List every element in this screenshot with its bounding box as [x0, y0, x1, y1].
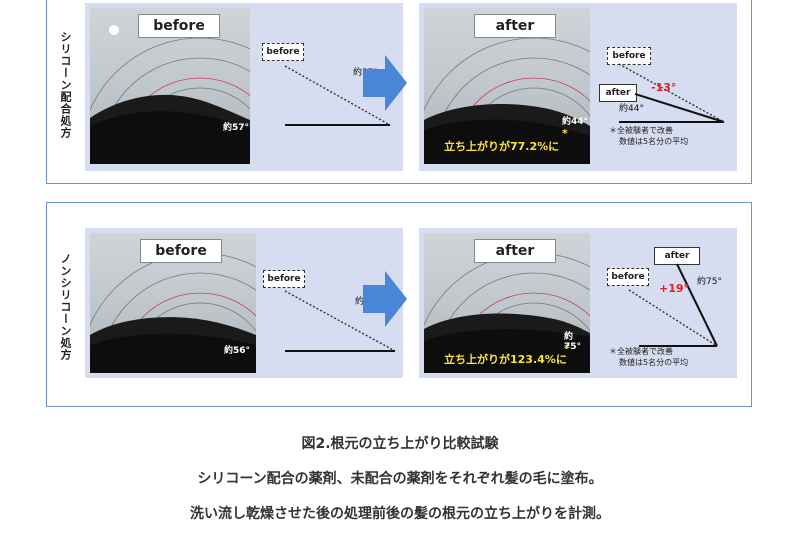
angle-delta-label: +19°	[659, 282, 690, 295]
photo-angle-label: 約44°	[562, 117, 589, 127]
angle-diagram	[284, 290, 396, 352]
figure-title: 図2.根元の立ち上がり比較試験	[301, 436, 499, 452]
angle-delta-label: -13°	[651, 81, 677, 94]
diagram-angle-label: 約75°	[697, 277, 722, 287]
protractor-hair-image	[90, 25, 250, 164]
after-photo: after 約44° * 立ち上がりが77.2%に	[424, 8, 590, 164]
row-label: ノンシリコーン処方	[59, 253, 72, 361]
after-tag: after	[474, 14, 556, 38]
before-diagram-tag: before	[262, 43, 304, 61]
before-photo: before 約57°	[90, 8, 250, 164]
photo-angle-label: 約57°	[223, 123, 250, 133]
photo-angle-label: 約56°	[224, 346, 251, 356]
before-photo: before 約56°	[90, 233, 256, 373]
protractor-hair-image	[424, 37, 590, 164]
star-mark: *	[562, 127, 568, 140]
before-box: before 約56° before 約56°	[85, 228, 403, 378]
rise-label: 立ち上がりが123.4%に	[444, 353, 567, 366]
note-improved: ＊全被験者で改善	[609, 126, 673, 135]
before-diagram-tag: before	[607, 47, 651, 65]
caption-line-1: シリコーン配合の薬剤、未配合の薬剤をそれぞれ髪の毛に塗布。	[197, 471, 603, 487]
diagram-angle-label: 約44°	[619, 104, 644, 114]
caption-line-2: 洗い流し乾燥させた後の処理前後の髪の根元の立ち上がりを計測。	[190, 506, 610, 522]
angle-diagram	[628, 263, 718, 347]
note-average: 数値は5名分の平均	[619, 137, 689, 146]
before-diagram-tag: before	[607, 268, 649, 286]
protractor-hair-image	[424, 252, 590, 373]
note-improved: ＊全被験者で改善	[609, 347, 673, 356]
right-arrow-icon	[363, 55, 407, 111]
angle-diagram	[284, 65, 391, 126]
protractor-hair-image	[90, 252, 256, 373]
row-label: シリコーン配合処方	[59, 31, 72, 139]
note-average: 数値は5名分の平均	[619, 358, 689, 367]
before-box: before 約57° before 約57°	[85, 3, 403, 171]
after-tag: after	[474, 239, 556, 263]
rise-label: 立ち上がりが77.2%に	[444, 140, 560, 153]
after-box: after 約44° * 立ち上がりが77.2%に before after -…	[419, 3, 737, 171]
star-mark: *	[564, 342, 570, 355]
before-diagram-tag: before	[263, 270, 305, 288]
right-arrow-icon	[363, 271, 407, 327]
non-silicone-panel: ノンシリコーン処方 before 約56° before 約56°	[46, 202, 752, 407]
before-tag: before	[138, 14, 220, 38]
angle-diagram	[618, 63, 725, 123]
before-tag: before	[140, 239, 222, 263]
after-diagram-tag: after	[599, 84, 637, 102]
after-photo: after 約75° * 立ち上がりが123.4%に	[424, 233, 590, 373]
after-box: after 約75° * 立ち上がりが123.4%に after before …	[419, 228, 737, 378]
photo-angle-label: 約75°	[564, 332, 582, 352]
silicone-panel: シリコーン配合処方 before 約57° before	[46, 0, 752, 184]
